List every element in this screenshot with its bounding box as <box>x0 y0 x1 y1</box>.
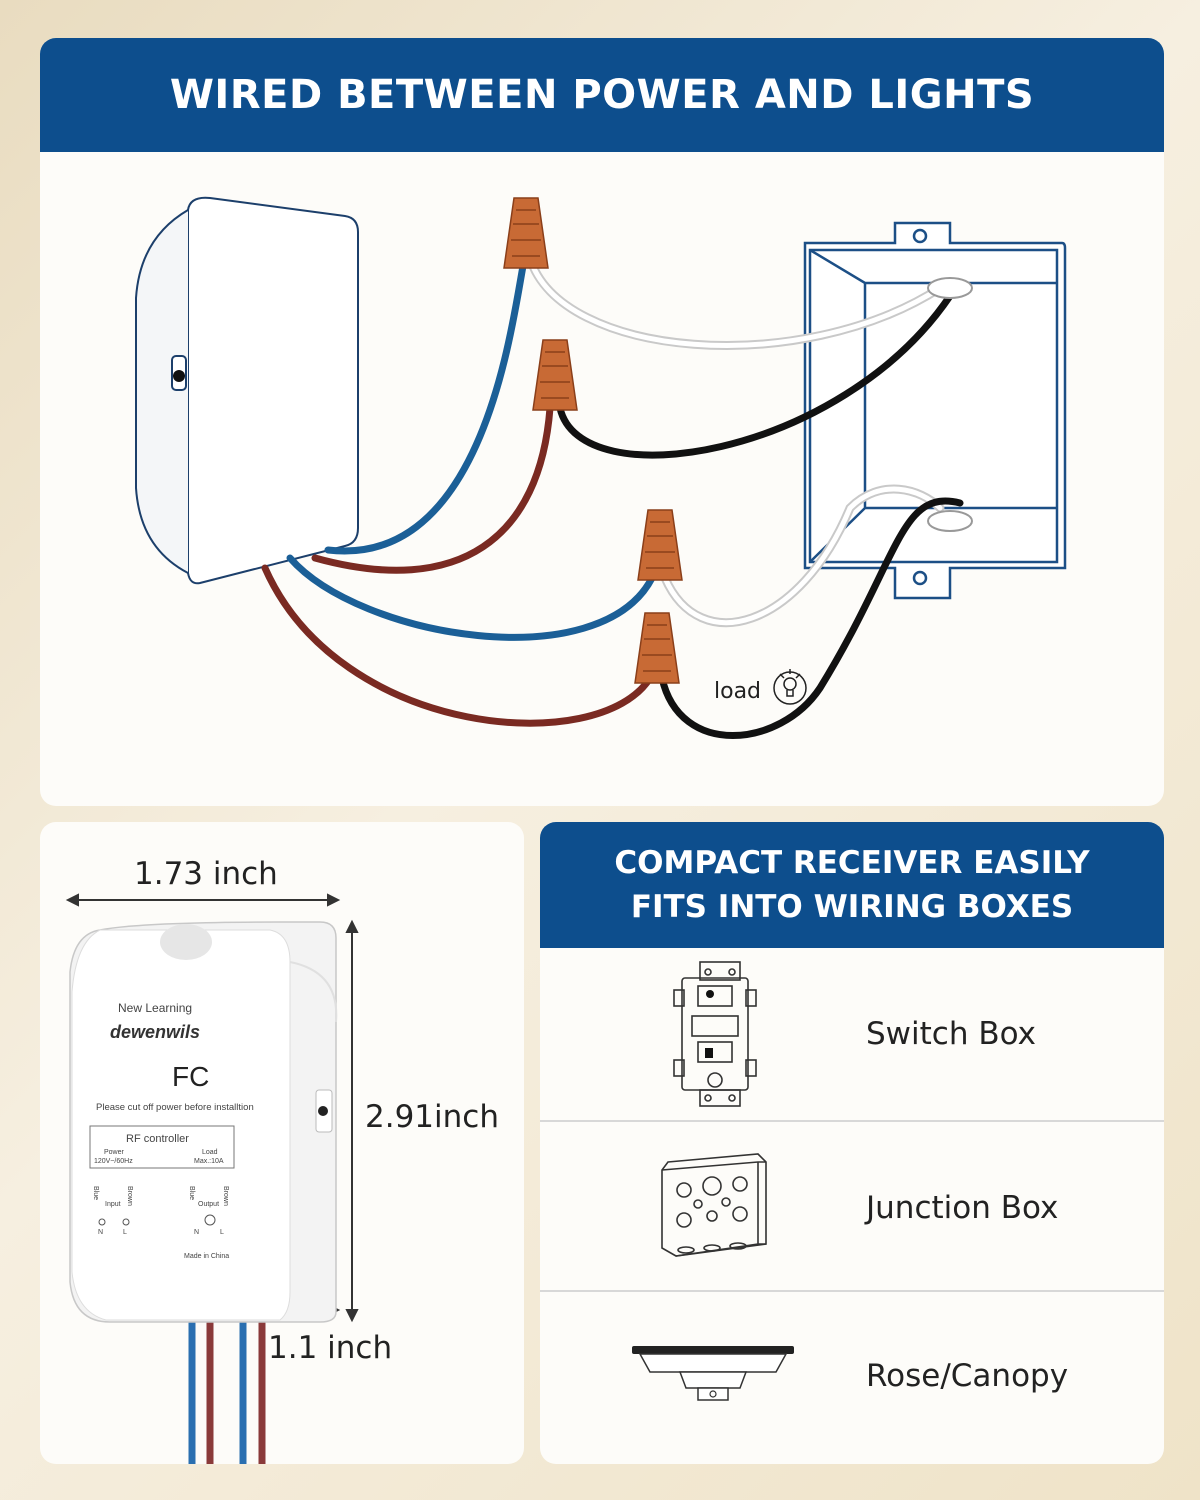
input-l: L <box>123 1229 127 1236</box>
wiring-diagram: load <box>135 196 1067 739</box>
switch-box-icon <box>673 961 757 1107</box>
canopy-icon <box>632 1346 794 1401</box>
height-dimension: 2.91inch <box>365 1099 499 1135</box>
input-brown-label: Brown <box>126 1186 133 1206</box>
switch-box-label: Switch Box <box>866 1016 1036 1052</box>
output-l: L <box>220 1229 224 1236</box>
wire-nut <box>532 339 578 411</box>
junction-box-icon <box>661 1153 767 1257</box>
compact-title-line1: COMPACT RECEIVER EASILY <box>614 845 1090 881</box>
device-dimensions-panel: New Learning dewenwils FC Please cut off… <box>40 822 524 1464</box>
white-wire-top-inner <box>527 255 943 348</box>
wires <box>261 253 964 739</box>
black-wire-bottom <box>658 497 964 739</box>
device-body: New Learning dewenwils FC Please cut off… <box>69 921 338 1323</box>
output-label: Output <box>198 1201 219 1208</box>
input-label: Input <box>105 1201 121 1208</box>
new-learning-label: New Learning <box>118 1001 192 1015</box>
output-blue-label: Blue <box>188 1186 195 1200</box>
input-blue-label: Blue <box>92 1186 99 1200</box>
row-divider <box>540 1290 1164 1292</box>
output-brown-label: Brown <box>222 1186 229 1206</box>
power-label: Power <box>104 1149 125 1156</box>
width-dimension: 1.73 inch <box>134 856 278 892</box>
device-wires <box>188 1317 266 1464</box>
rose-canopy-label: Rose/Canopy <box>866 1358 1069 1394</box>
blue-wire-top <box>324 262 527 555</box>
list-item: Rose/Canopy <box>540 1292 1164 1464</box>
load-spec: Max.:10A <box>194 1158 224 1165</box>
controller-label: RF controller <box>126 1133 189 1145</box>
black-wire-top <box>556 292 954 459</box>
load-label: load <box>714 679 761 704</box>
output-n: N <box>194 1229 199 1236</box>
electrical-box <box>803 221 1067 600</box>
wiring-diagram-panel: WIRED BETWEEN POWER AND LIGHTS <box>40 38 1164 806</box>
list-item: Junction Box <box>540 1122 1164 1290</box>
compact-receiver-panel: COMPACT RECEIVER EASILY FITS INTO WIRING… <box>540 822 1164 1464</box>
wire-nut <box>637 509 683 581</box>
junction-box-label: Junction Box <box>866 1190 1059 1226</box>
brown-wire-top <box>311 404 554 574</box>
wire-nut <box>634 612 680 684</box>
blue-wire-bottom <box>286 554 656 641</box>
compact-title-line2: FITS INTO WIRING BOXES <box>630 889 1074 925</box>
warning-text: Please cut off power before installtion <box>96 1102 254 1113</box>
wiring-title: WIRED BETWEEN POWER AND LIGHTS <box>40 38 1164 152</box>
white-wire-bottom-inner <box>662 486 943 626</box>
fc-mark: FC <box>172 1061 209 1092</box>
power-spec: 120V~/60Hz <box>94 1158 133 1165</box>
depth-dimension: 1.1 inch <box>268 1330 393 1366</box>
brand-logo: dewenwils <box>110 1022 200 1042</box>
row-divider <box>540 1120 1164 1122</box>
compact-title: COMPACT RECEIVER EASILY FITS INTO WIRING… <box>540 822 1164 948</box>
brown-wire-bottom <box>261 564 654 727</box>
receiver-device <box>135 196 359 585</box>
input-n: N <box>98 1229 103 1236</box>
light-bulb-icon <box>773 669 807 705</box>
made-in-label: Made in China <box>184 1253 229 1260</box>
load-spec-label: Load <box>202 1149 218 1156</box>
wire-nut <box>503 197 549 269</box>
list-item: Switch Box <box>540 948 1164 1120</box>
device-dimensions-illustration: New Learning dewenwils FC Please cut off… <box>65 893 359 1464</box>
